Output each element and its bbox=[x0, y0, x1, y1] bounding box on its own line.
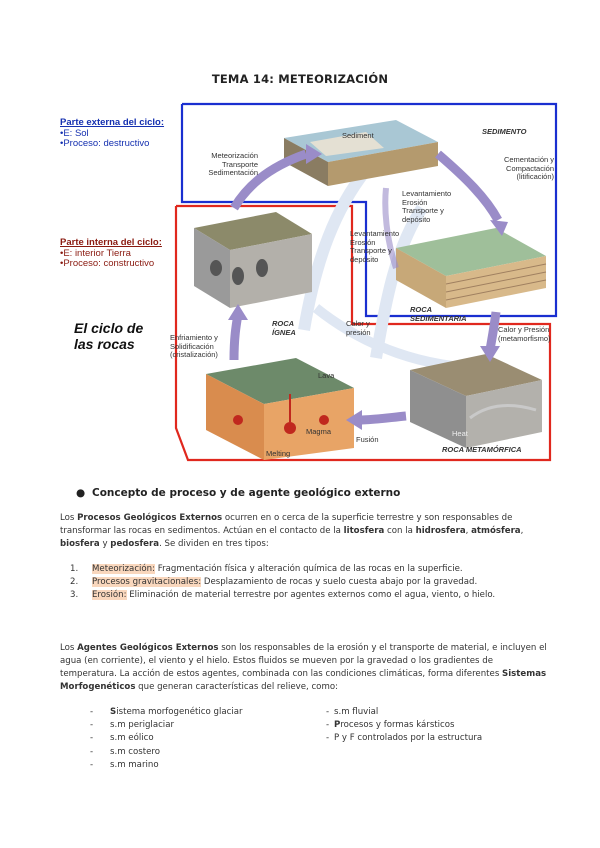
list-item: -P y F controlados por la estructura bbox=[326, 733, 483, 744]
sedimentary-rock-block bbox=[396, 228, 547, 308]
list-item: 1.Meteorización: Fragmentación física y … bbox=[70, 564, 463, 574]
arrow-metamorphic-to-magma bbox=[359, 411, 407, 425]
light-arrow-1 bbox=[298, 166, 371, 331]
list-item: -s.m costero bbox=[90, 746, 161, 757]
label-enfriamiento: Enfriamiento y Solidificación (cristaliz… bbox=[170, 333, 218, 359]
list-item: -Sistema morfogenético glaciar bbox=[90, 707, 243, 717]
arrow-sediment-to-igneous bbox=[230, 149, 308, 211]
label-levantamiento-1: Levantamiento Erosión Transporte y depós… bbox=[402, 189, 452, 224]
label-roca-metamorfica: ROCA METAMÓRFICA bbox=[442, 445, 522, 454]
external-cycle-energy: •E: Sol bbox=[60, 127, 89, 139]
label-meteorizacion: Meteorización Transporte Sedimentación bbox=[208, 151, 258, 177]
list-item: -s.m fluvial bbox=[326, 707, 379, 717]
systems-left-column: -Sistema morfogenético glaciar -s.m peri… bbox=[90, 706, 320, 772]
list-item: -s.m periglaciar bbox=[90, 720, 174, 731]
igneous-rock-block bbox=[194, 212, 312, 308]
external-cycle-box bbox=[180, 102, 558, 318]
internal-cycle-box bbox=[174, 204, 552, 462]
list-item: 3.Erosión: Eliminación de material terre… bbox=[70, 590, 496, 600]
paragraph-agents: Los Agentes Geológicos Externos son los … bbox=[60, 643, 547, 692]
list-item: -s.m marino bbox=[90, 759, 159, 770]
light-arrow-2 bbox=[370, 204, 428, 359]
rock-cycle-diagram: Parte externa del ciclo: •E: Sol •Proces… bbox=[60, 98, 562, 466]
label-fusion: Fusión bbox=[356, 435, 379, 444]
systems-right-column: -s.m fluvial -Procesos y formas kárstico… bbox=[326, 706, 516, 746]
label-roca-ignea: ROCA ÍGNEA bbox=[272, 319, 296, 337]
metamorphic-rock-block bbox=[410, 354, 542, 448]
process-list: 1.Meteorización: Fragmentación física y … bbox=[70, 563, 560, 602]
internal-cycle-energy: •E: interior Tierra bbox=[60, 247, 131, 259]
arrow-sediment-to-sedimentary bbox=[435, 150, 502, 223]
section-heading: ● Concepto de proceso y de agente geológ… bbox=[76, 487, 401, 499]
external-cycle-process: •Proceso: destructivo bbox=[60, 138, 150, 149]
internal-cycle-legend: Parte interna del ciclo: •E: interior Ti… bbox=[60, 237, 162, 270]
label-magma: Magma bbox=[306, 427, 332, 436]
internal-cycle-process: •Proceso: constructivo bbox=[60, 258, 155, 269]
arrow-sedimentary-to-sediment bbox=[382, 187, 399, 269]
list-item: -Procesos y formas kársticos bbox=[326, 720, 455, 731]
magma-block bbox=[206, 358, 354, 460]
list-item: 2.Procesos gravitacionales: Desplazamien… bbox=[70, 577, 478, 587]
arrow-sedimentary-to-metamorphic bbox=[485, 311, 501, 351]
list-item: -s.m eólico bbox=[90, 733, 154, 744]
label-calor-presion: Calor y Presión (metamorfismo) bbox=[498, 325, 551, 343]
paragraph-processes: Los Procesos Geológicos Externos ocurren… bbox=[60, 513, 524, 549]
label-sediment-block: Sediment bbox=[342, 131, 374, 140]
label-calor-presion-small: Calor y presión bbox=[346, 319, 371, 337]
external-cycle-heading: Parte externa del ciclo: bbox=[60, 117, 165, 128]
label-levantamiento-2: Levantamiento Erosión Transporte y depós… bbox=[350, 229, 400, 264]
bullet-icon: ● bbox=[76, 487, 86, 499]
page-title: TEMA 14: METEORIZACIÓN bbox=[211, 72, 389, 86]
external-cycle-legend: Parte externa del ciclo: •E: Sol •Proces… bbox=[60, 117, 165, 150]
label-sedimento: SEDIMENTO bbox=[482, 127, 527, 136]
label-heat: Heat bbox=[452, 429, 468, 438]
internal-cycle-heading: Parte interna del ciclo: bbox=[60, 237, 162, 248]
label-cementacion: Cementación y Compactación (litificación… bbox=[503, 155, 554, 181]
section-heading-text: Concepto de proceso y de agente geológic… bbox=[92, 487, 401, 499]
label-melting: Melting bbox=[266, 449, 291, 458]
rock-cycle-label: El ciclo de las rocas bbox=[74, 320, 144, 352]
label-lava: Lava bbox=[318, 371, 335, 380]
label-roca-sedimentaria: ROCA SEDIMENTARIA bbox=[410, 305, 467, 323]
rock-cycle-illustration bbox=[174, 102, 558, 462]
